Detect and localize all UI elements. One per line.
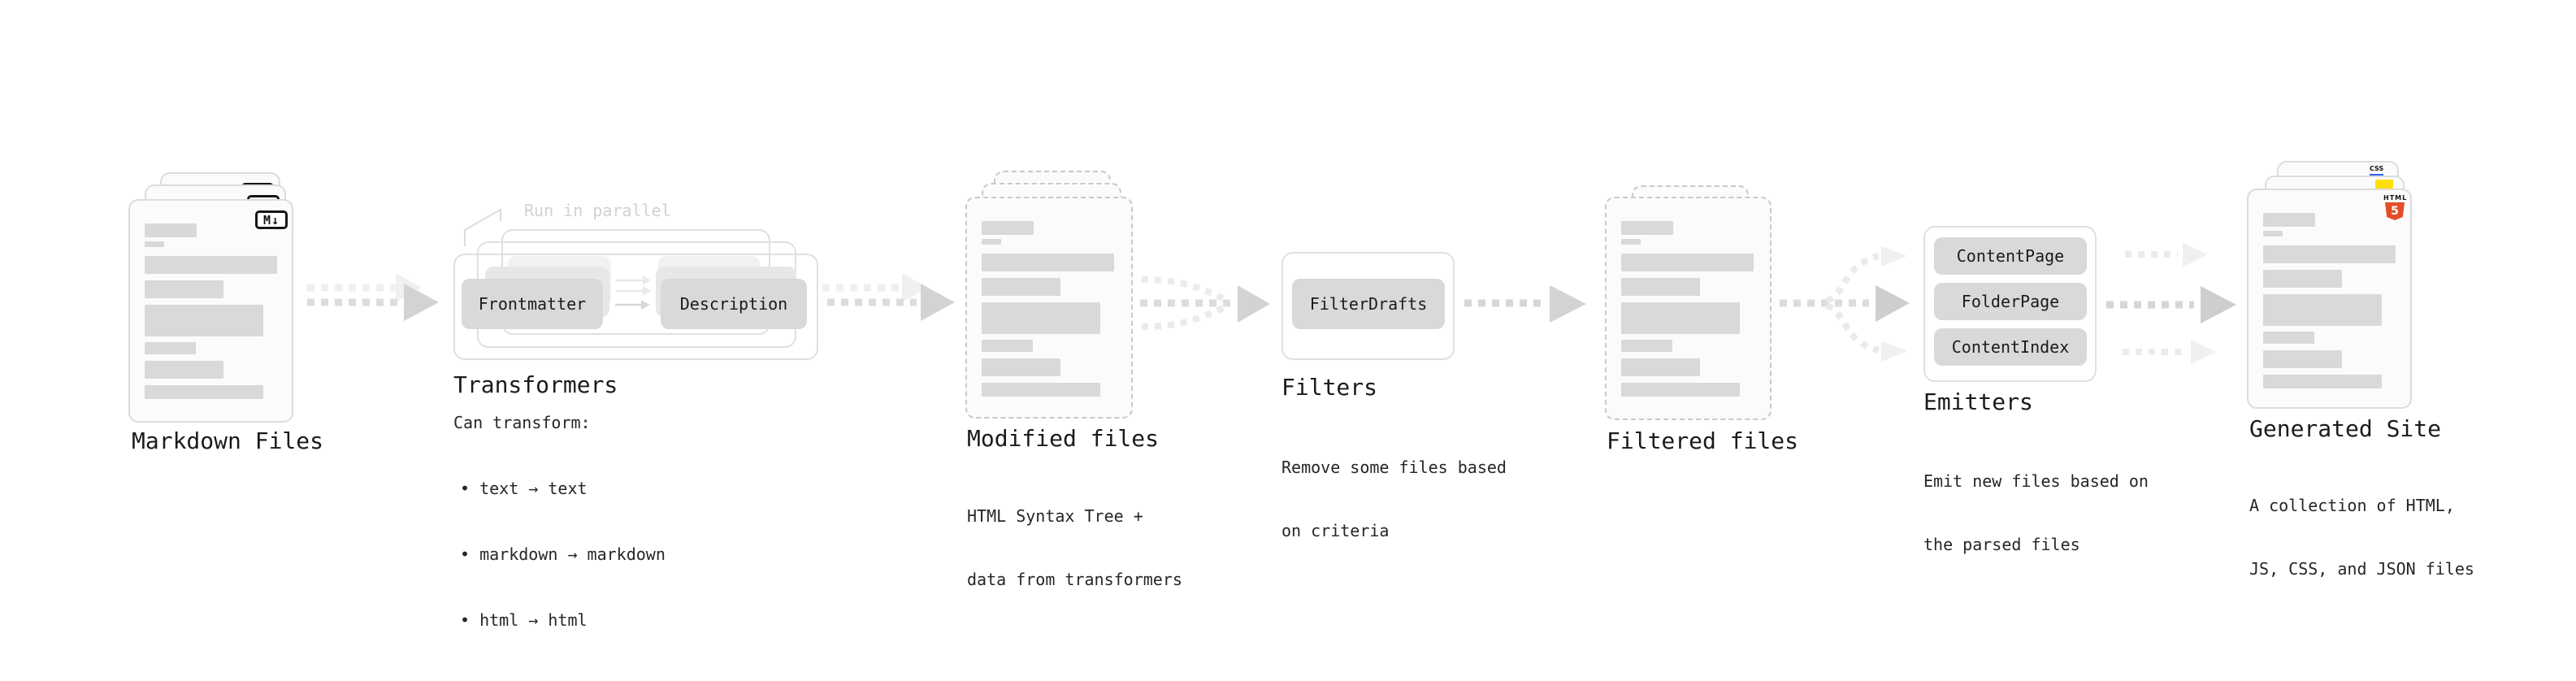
generated-site-label: Generated Site: [2249, 415, 2442, 442]
arrow-emitters-to-generated: [2106, 242, 2236, 364]
transformers-box-front: [453, 254, 818, 360]
content-bar: [1621, 358, 1700, 376]
content-bar: [1621, 278, 1700, 296]
modified-file-card-front: [965, 197, 1133, 419]
content-bar: [982, 239, 1001, 245]
javascript-icon: [2375, 180, 2393, 190]
generated-site-desc: A collection of HTML, JS, CSS, and JSON …: [2249, 496, 2474, 579]
modified-files-desc: HTML Syntax Tree + data from transformer…: [967, 506, 1182, 589]
css-icon: CSS: [2370, 166, 2383, 176]
description-chip: Description: [661, 279, 807, 329]
frontmatter-chip: Frontmatter: [462, 279, 603, 329]
content-bar: [2263, 350, 2342, 368]
markdown-file-card-front: M↓: [128, 199, 293, 423]
content-bar: [145, 280, 223, 298]
transform-bullet: • text → text: [460, 479, 588, 498]
arrow-filtered-to-emitters: [1780, 246, 1910, 362]
content-bar: [982, 254, 1114, 271]
content-bar: [145, 342, 196, 354]
content-bar: [982, 383, 1100, 397]
run-in-parallel-annotation: Run in parallel: [524, 201, 671, 220]
content-bar: [1621, 383, 1740, 397]
content-bar: [1621, 340, 1672, 352]
content-bar: [145, 305, 263, 336]
markdown-icon: M↓: [255, 210, 288, 229]
html5-icon: HTML 5: [2383, 194, 2406, 220]
arrow-markdown-to-transformers: [307, 273, 439, 321]
content-bar: [982, 340, 1033, 352]
emitters-desc: Emit new files based on the parsed files: [1923, 471, 2149, 554]
transform-bullet: • html → html: [460, 610, 588, 630]
content-bar: [2263, 294, 2382, 326]
content-bar: [982, 358, 1060, 376]
content-bar: [982, 221, 1034, 235]
arrow-transformers-to-modified: [822, 273, 955, 321]
markdown-files-label: Markdown Files: [132, 427, 324, 454]
content-bar: [1621, 239, 1641, 245]
content-bar: [1621, 221, 1673, 235]
contentpage-chip: ContentPage: [1934, 237, 2087, 275]
emitters-box: [1923, 226, 2097, 382]
content-bar: [145, 385, 263, 399]
transform-bullet: • markdown → markdown: [460, 544, 666, 564]
content-bar: [1621, 254, 1754, 271]
content-bar: [2263, 375, 2382, 388]
content-bar: [982, 278, 1060, 296]
emitters-label: Emitters: [1923, 388, 2033, 415]
transformers-bullet-list: • text → text • markdown → markdown • ht…: [460, 434, 666, 675]
arrow-frontmatter-to-description: [615, 275, 651, 310]
content-bar: [1621, 302, 1740, 334]
content-bar: [2263, 231, 2283, 236]
transformers-desc-title: Can transform:: [453, 413, 591, 432]
filters-desc: Remove some files based on criteria: [1281, 458, 1507, 540]
modified-files-label: Modified files: [967, 425, 1160, 452]
filterdrafts-chip: FilterDrafts: [1292, 279, 1445, 329]
content-bar: [2263, 270, 2342, 288]
content-bar: [145, 241, 164, 247]
content-bar: [2263, 213, 2315, 227]
filtered-file-card-front: [1605, 197, 1772, 420]
filtered-files-label: Filtered files: [1607, 427, 1799, 454]
content-bar: [145, 361, 223, 379]
generated-site-card-front: HTML 5: [2247, 189, 2412, 409]
filters-label: Filters: [1281, 374, 1378, 401]
folderpage-chip: FolderPage: [1934, 283, 2087, 320]
content-bar: [982, 302, 1100, 334]
transformers-label: Transformers: [453, 371, 618, 398]
contentindex-chip: ContentIndex: [1934, 328, 2087, 366]
arrow-modified-to-filters: [1140, 276, 1270, 330]
content-bar: [2263, 332, 2314, 344]
filters-box: [1281, 252, 1455, 360]
content-bar: [145, 223, 197, 237]
arrow-filters-to-filtered: [1464, 285, 1586, 323]
run-in-parallel-callout: [464, 208, 501, 246]
content-bar: [145, 256, 277, 274]
content-bar: [2263, 245, 2396, 263]
